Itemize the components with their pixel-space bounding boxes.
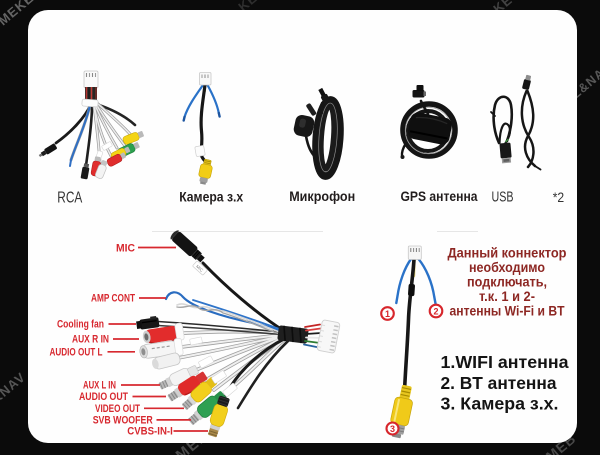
- svg-text:AUX R IN: AUX R IN: [72, 334, 109, 346]
- svg-text:1: 1: [385, 309, 390, 319]
- svg-text:Cooling fan: Cooling fan: [57, 318, 104, 330]
- svg-text:Данный коннектор: Данный коннектор: [448, 245, 567, 261]
- svg-text:SVB WOOFER: SVB WOOFER: [93, 414, 153, 426]
- svg-text:*2: *2: [553, 189, 565, 205]
- svg-text:антенны Wi-Fi и BT: антенны Wi-Fi и BT: [450, 303, 565, 319]
- svg-text:2: 2: [433, 306, 438, 316]
- svg-text:VIDEO OUT: VIDEO OUT: [95, 403, 140, 415]
- svg-text:Микрофон: Микрофон: [289, 188, 355, 204]
- svg-text:Камера з.х: Камера з.х: [179, 188, 243, 204]
- svg-text:CVBS-IN-I: CVBS-IN-I: [127, 426, 173, 438]
- svg-text:AUX L IN: AUX L IN: [83, 380, 116, 392]
- svg-text:3. Камера з.х.: 3. Камера з.х.: [441, 393, 559, 413]
- svg-text:необходимо: необходимо: [469, 259, 545, 275]
- svg-text:MIC: MIC: [116, 242, 135, 254]
- svg-text:подключать,: подключать,: [467, 274, 547, 290]
- svg-text:AMP CONT: AMP CONT: [91, 293, 135, 305]
- svg-text:3: 3: [390, 424, 395, 434]
- svg-text:MIC: MIC: [195, 264, 205, 274]
- svg-text:USB: USB: [492, 190, 514, 206]
- svg-text:1.WIFI антенна: 1.WIFI антенна: [441, 352, 569, 372]
- svg-text:GPS антенна: GPS антенна: [401, 188, 478, 204]
- svg-text:AUDIO OUT L: AUDIO OUT L: [50, 346, 103, 358]
- svg-text:AUDIO OUT: AUDIO OUT: [79, 391, 128, 403]
- svg-text:т.к. 1 и 2-: т.к. 1 и 2-: [479, 288, 535, 304]
- svg-text:2. BT антенна: 2. BT антенна: [441, 373, 557, 393]
- svg-text:RCA: RCA: [57, 190, 82, 207]
